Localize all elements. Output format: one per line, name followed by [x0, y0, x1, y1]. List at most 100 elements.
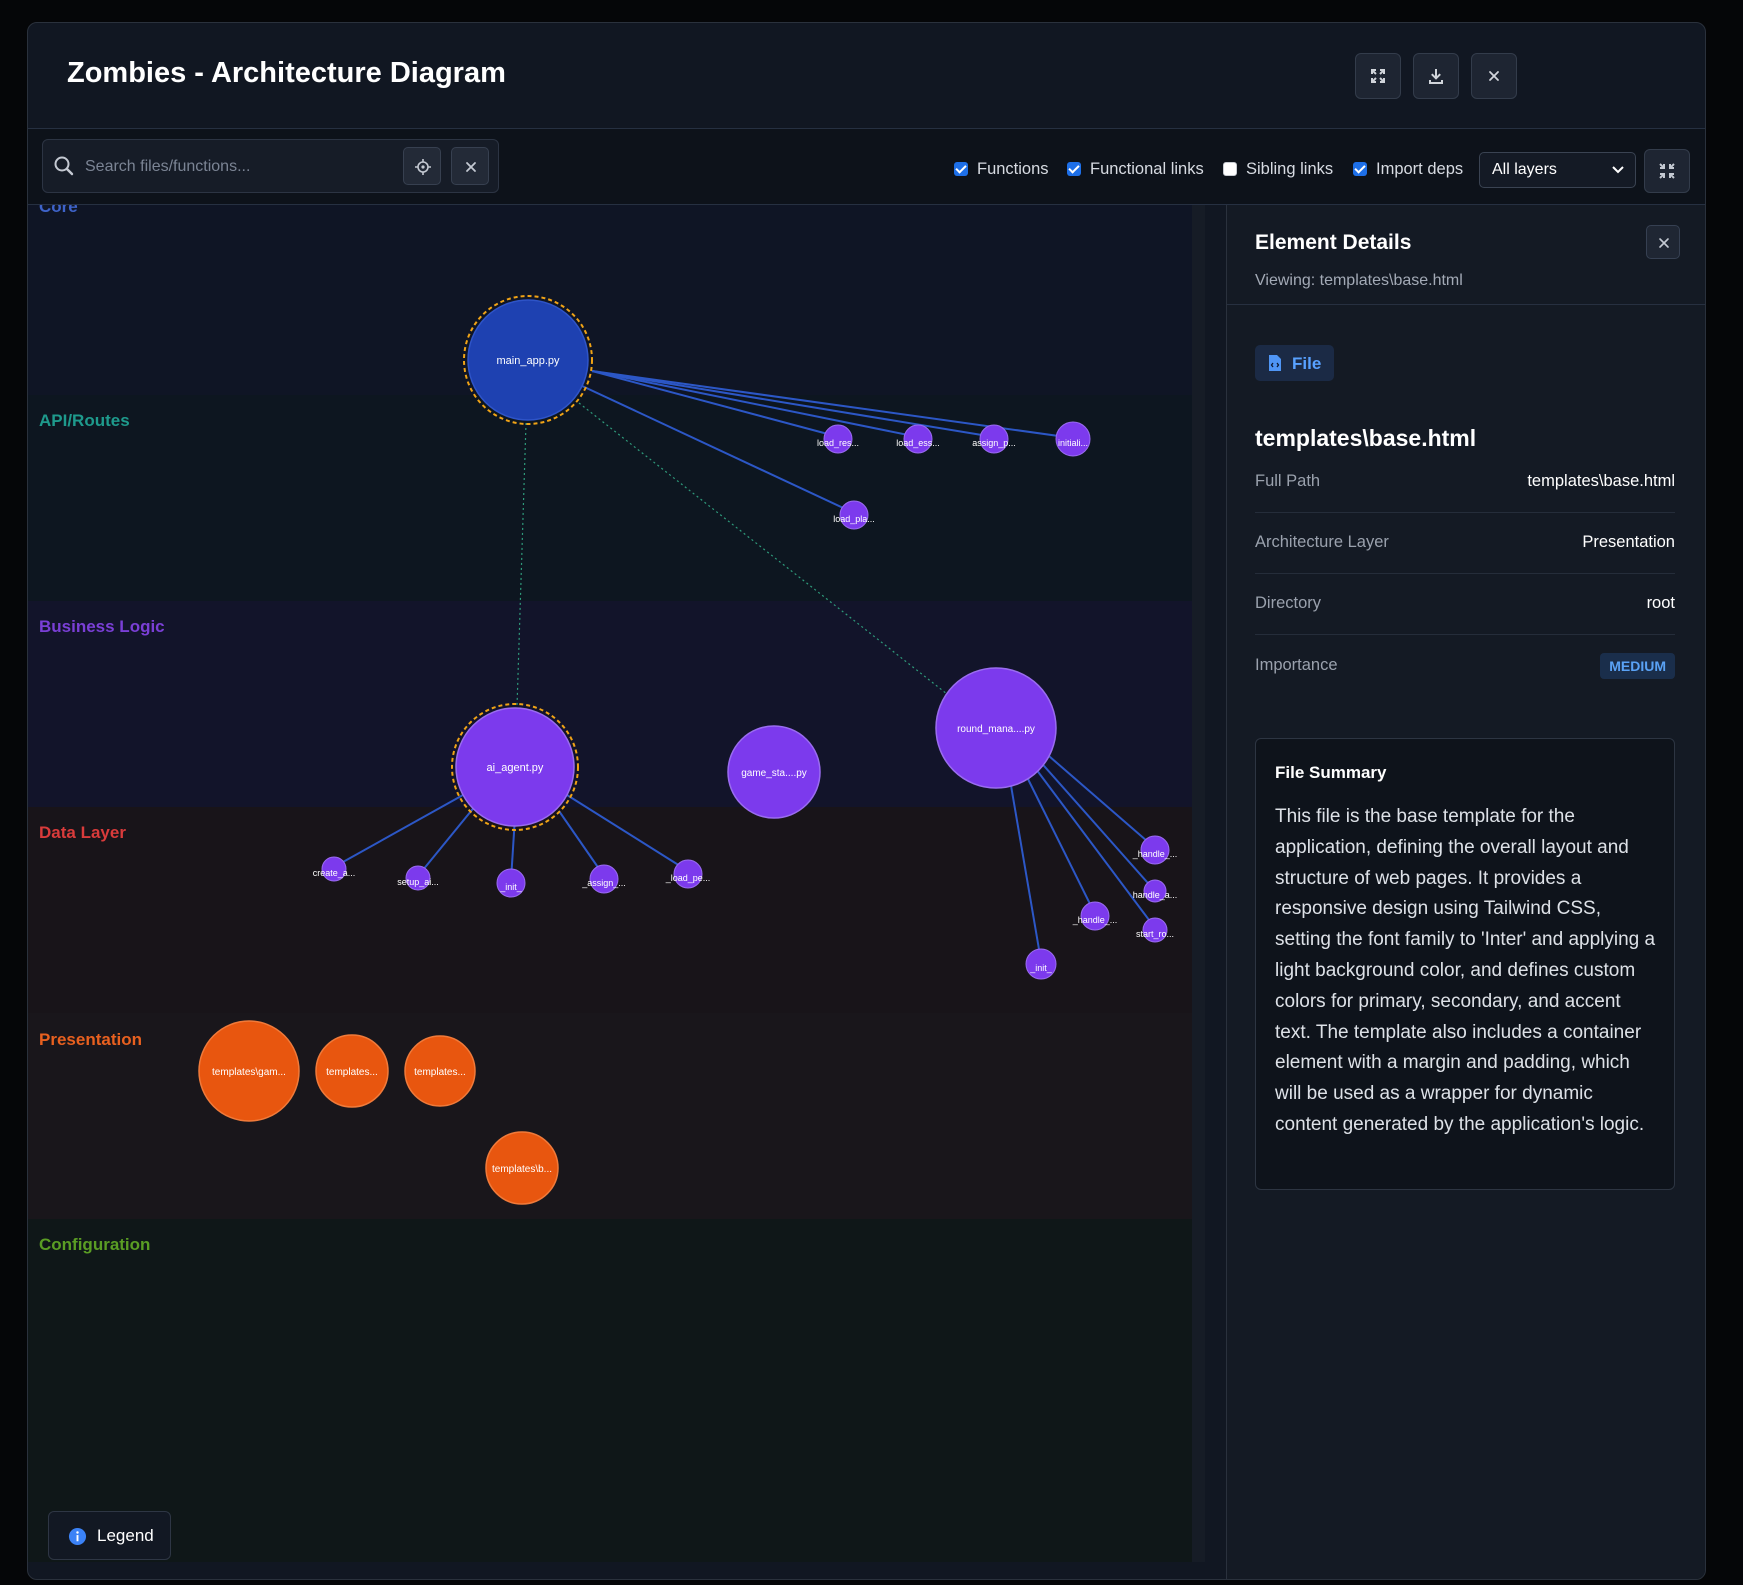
node-label: _init_ [1029, 963, 1053, 973]
close-icon [1486, 68, 1502, 84]
type-badge: File [1255, 345, 1334, 381]
node-label: _handle_... [1072, 915, 1118, 925]
edge [334, 795, 463, 867]
compress-icon [1659, 163, 1675, 179]
import-edges [517, 403, 947, 707]
locate-button[interactable] [403, 147, 441, 185]
details-filename: templates\base.html [1255, 425, 1476, 452]
summary-title: File Summary [1275, 763, 1387, 783]
detail-row-full-path: Full Path templates\base.html [1255, 452, 1675, 513]
filter-functions[interactable]: Functions [954, 159, 1049, 179]
collapse-button[interactable] [1644, 149, 1690, 193]
node-start-ro[interactable]: start_ro... [1136, 918, 1174, 942]
legend-button[interactable]: Legend [48, 1511, 171, 1560]
filter-sibling-links[interactable]: Sibling links [1223, 159, 1333, 179]
close-button[interactable] [1471, 53, 1517, 99]
node-init-a[interactable]: _init_ [497, 869, 525, 897]
diagram-canvas[interactable]: Core API/Routes Business Logic Data Laye… [28, 205, 1193, 1562]
detail-key: Directory [1255, 594, 1321, 613]
close-icon [1658, 237, 1670, 249]
node-load-res[interactable]: load_res... [817, 425, 859, 453]
detail-row-directory: Directory root [1255, 574, 1675, 635]
download-button[interactable] [1413, 53, 1459, 99]
search-icon [53, 155, 75, 177]
summary-text: This file is the base template for the a… [1275, 802, 1660, 1141]
detail-value: root [1647, 594, 1675, 613]
details-viewing: Viewing: templates\base.html [1255, 272, 1463, 290]
node-label: round_mana....py [957, 724, 1035, 735]
node-game-sta[interactable]: game_sta....py [728, 726, 820, 818]
edge [592, 371, 994, 437]
node-label: setup_ai... [397, 877, 439, 887]
edge [592, 371, 918, 437]
node-label: templates... [326, 1067, 378, 1078]
node-assign[interactable]: _assign_... [581, 865, 626, 893]
checkbox[interactable] [954, 162, 968, 176]
node-label: templates\gam... [212, 1067, 286, 1078]
clear-search-button[interactable] [451, 147, 489, 185]
node-round-mana[interactable]: round_mana....py [936, 668, 1056, 788]
node-label: load_pla... [833, 514, 875, 524]
download-icon [1428, 68, 1444, 84]
node-tpl-1[interactable]: templates... [316, 1035, 388, 1107]
type-badge-label: File [1292, 354, 1321, 374]
node-handle-a[interactable]: handle_a... [1133, 880, 1178, 902]
node-ai-agent[interactable]: ai_agent.py [452, 704, 578, 830]
node-label: _handle_... [1132, 849, 1178, 859]
node-init-b[interactable]: _init_ [1026, 949, 1056, 979]
search-input[interactable] [83, 152, 387, 182]
node-label: _assign_... [581, 878, 626, 888]
edges [334, 371, 1155, 961]
filter-functional-links[interactable]: Functional links [1067, 159, 1204, 179]
node-tpl-gam[interactable]: templates\gam... [199, 1021, 299, 1121]
file-summary: File Summary This file is the base templ… [1255, 738, 1675, 1190]
node-label: main_app.py [497, 355, 560, 367]
node-label: handle_a... [1133, 890, 1178, 900]
checkbox[interactable] [1067, 162, 1081, 176]
architecture-modal: Zombies - Architecture Diagram [27, 22, 1706, 1580]
detail-row-architecture-layer: Architecture Layer Presentation [1255, 513, 1675, 574]
detail-value: templates\base.html [1527, 472, 1675, 491]
details-header: Element Details Viewing: templates\base.… [1227, 205, 1706, 305]
node-tpl-b[interactable]: templates\b... [486, 1132, 558, 1204]
node-load-ess[interactable]: load_ess... [896, 425, 940, 453]
node-tpl-2[interactable]: templates... [405, 1036, 475, 1106]
import-edge [579, 403, 947, 694]
layer-select[interactable]: All layers [1479, 152, 1636, 188]
node-label: initiali... [1058, 438, 1088, 448]
node-label: ai_agent.py [487, 762, 544, 774]
graph-svg: main_app.py load_res... load_ess... assi… [28, 205, 1193, 1562]
node-label: create_a... [313, 868, 356, 878]
filter-import-deps[interactable]: Import deps [1353, 159, 1463, 179]
details-title: Element Details [1255, 231, 1411, 255]
details-close-button[interactable] [1646, 225, 1680, 259]
details-panel: Element Details Viewing: templates\base.… [1226, 205, 1706, 1580]
filter-label: Sibling links [1246, 160, 1333, 179]
node-create-a[interactable]: create_a... [313, 857, 356, 881]
checkbox[interactable] [1353, 162, 1367, 176]
node-label: templates\b... [492, 1164, 552, 1175]
detail-row-importance: Importance MEDIUM [1255, 636, 1675, 697]
detail-key: Importance [1255, 656, 1338, 675]
node-load-pe[interactable]: _load_pe... [665, 860, 711, 888]
node-handle-1[interactable]: _handle_... [1132, 836, 1178, 864]
import-edge [517, 423, 526, 707]
node-handle-2[interactable]: _handle_... [1072, 902, 1118, 930]
filter-label: Functional links [1090, 160, 1204, 179]
node-label: game_sta....py [741, 768, 807, 779]
checkbox[interactable] [1223, 162, 1237, 176]
node-label: _init_ [499, 882, 523, 892]
detail-key: Full Path [1255, 472, 1320, 491]
node-main-app[interactable]: main_app.py [464, 296, 592, 424]
node-initiali[interactable]: initiali... [1056, 422, 1090, 456]
filter-label: Functions [977, 160, 1049, 179]
info-icon [68, 1527, 87, 1546]
node-label: _load_pe... [665, 873, 711, 883]
toolbar: Functions Functional links Sibling links… [28, 129, 1705, 205]
canvas-scrollbar[interactable] [1192, 205, 1205, 1562]
node-label: load_res... [817, 438, 859, 448]
node-label: templates... [414, 1067, 466, 1078]
fullscreen-button[interactable] [1355, 53, 1401, 99]
node-label: start_ro... [1136, 929, 1174, 939]
node-setup-ai[interactable]: setup_ai... [397, 866, 439, 890]
